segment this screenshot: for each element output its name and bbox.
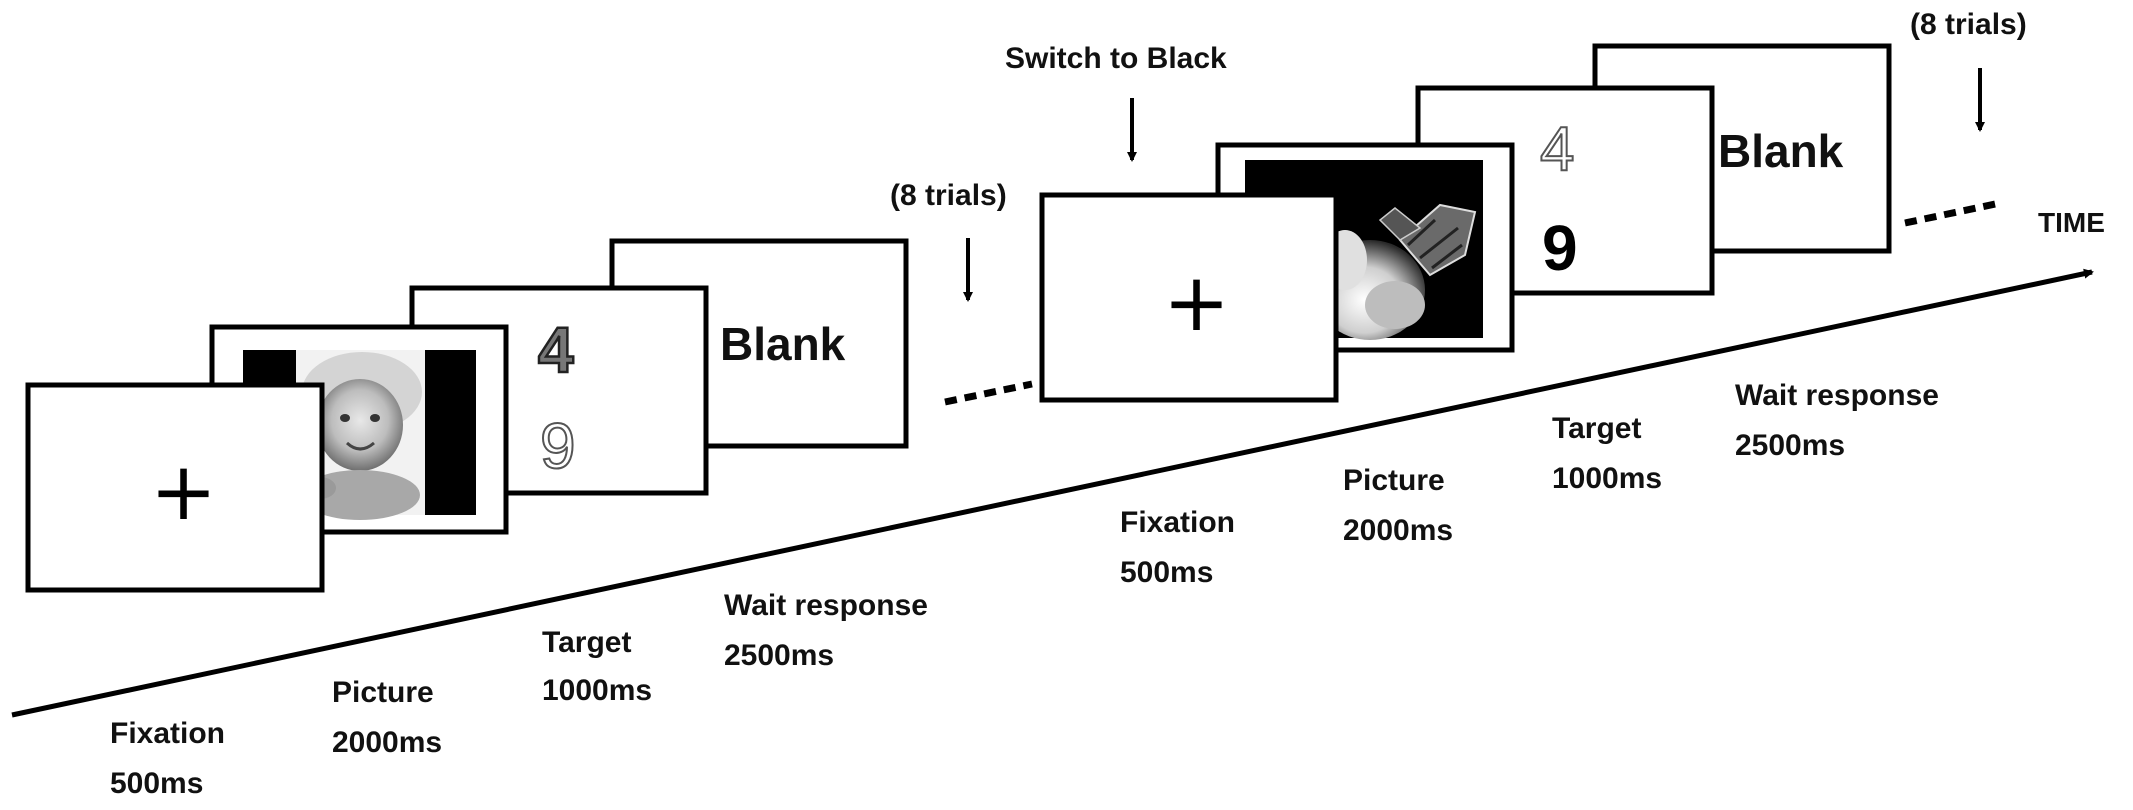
block1-wait-duration: 2500ms (724, 639, 834, 672)
block1-blank-text: Blank (720, 318, 846, 370)
block1-picture-screen (209, 324, 509, 535)
time-axis-label: TIME (2038, 207, 2105, 238)
switch-to-black-label: Switch to Black (1005, 42, 1227, 75)
block1-target-label: Target (542, 626, 631, 659)
block2-picture-duration: 2000ms (1343, 514, 1453, 547)
block2-repeat-note: (8 trials) (1910, 8, 2027, 41)
block1-target-digit-bottom: 9 (540, 410, 576, 482)
block2-target-duration: 1000ms (1552, 462, 1662, 495)
block2-wait-duration: 2500ms (1735, 429, 1845, 462)
block1-continuation-dots (944, 380, 1033, 406)
block2-fixation-cross: + (1163, 256, 1230, 349)
block2-target-label: Target (1552, 412, 1641, 445)
block1-picture-label: Picture (332, 676, 434, 709)
block2-target-digit-top: 4 (1540, 115, 1574, 184)
block2-target-digit-bottom: 9 (1542, 212, 1578, 284)
block1-fixation-cross: + (150, 445, 217, 538)
time-axis-arrow (11, 268, 2094, 718)
block1-fixation-label: Fixation (110, 717, 225, 750)
block1-picture-duration: 2000ms (332, 726, 442, 759)
block1-repeat-note: (8 trials) (890, 179, 1007, 212)
block2-continuation-dots (1904, 199, 2001, 227)
block2-blank-text: Blank (1718, 125, 1844, 177)
block1-target-digit-top: 4 (538, 314, 574, 386)
block1-fixation-screen: + (25, 382, 325, 593)
block1-target-duration: 1000ms (542, 674, 652, 707)
block1-wait-label: Wait response (724, 589, 928, 622)
block1-fixation-duration: 500ms (110, 767, 203, 800)
block2-wait-label: Wait response (1735, 379, 1939, 412)
block2-fixation-label: Fixation (1120, 506, 1235, 539)
block2-fixation-screen: + (1039, 192, 1339, 403)
block2-picture-label: Picture (1343, 464, 1445, 497)
block2-fixation-duration: 500ms (1120, 556, 1213, 589)
